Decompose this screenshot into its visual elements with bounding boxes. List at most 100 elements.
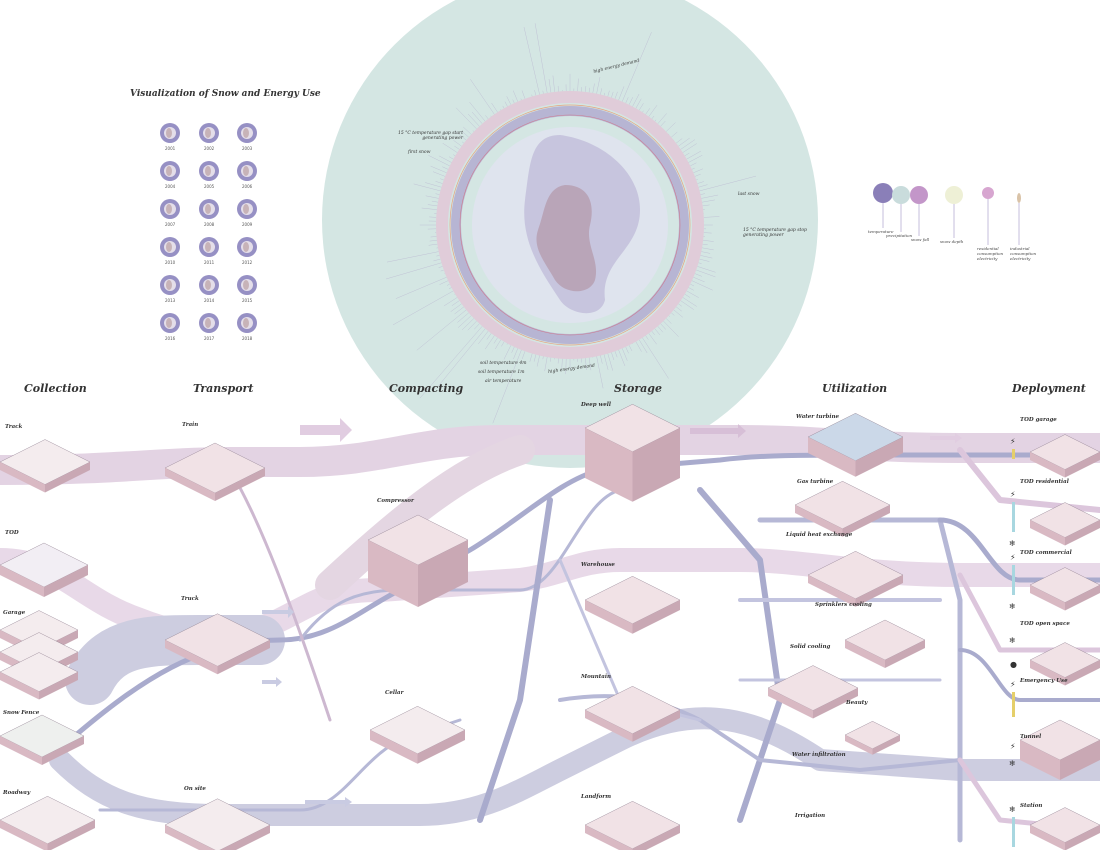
radial-ray	[428, 243, 438, 246]
radial-ray	[703, 232, 712, 234]
radial-ray	[622, 348, 628, 361]
radial-ray	[454, 306, 465, 315]
radial-ray	[463, 126, 472, 135]
radial-ray	[474, 323, 480, 330]
radial-ray	[395, 277, 447, 299]
node-water-infiltration-label: Water infiltration	[792, 752, 846, 758]
radial-ray	[485, 115, 489, 120]
node-tod-label: TOD	[5, 530, 19, 536]
radial-ray	[438, 155, 452, 163]
node-tod-open-space-label: TOD open space	[1020, 621, 1070, 627]
legend-snowdepth-glyph	[945, 186, 963, 204]
radial-ray	[470, 79, 495, 115]
year-label: 2004	[165, 184, 176, 189]
radial-ray	[542, 90, 544, 94]
radial-ray	[467, 113, 480, 127]
radial-ray	[493, 337, 498, 344]
tod-open-space-block-side	[1065, 660, 1100, 686]
radial-ray	[611, 91, 614, 98]
radial-ray	[506, 96, 512, 105]
radial-ray	[439, 280, 449, 285]
radial-ray	[688, 155, 703, 163]
drop-icon: ●	[1010, 660, 1017, 669]
year-glyph-blob	[205, 280, 211, 290]
on-site-block-side	[220, 825, 270, 850]
mountain-block-side	[585, 710, 633, 742]
radial-ray	[440, 178, 444, 181]
year-label: 2008	[204, 222, 215, 227]
radial-ray	[693, 277, 705, 283]
legend-industrial-glyph	[1017, 193, 1021, 203]
radial-ray	[471, 111, 483, 124]
mountain-block-side	[632, 710, 680, 742]
radial-ray	[651, 330, 655, 336]
year-label: 2012	[242, 260, 253, 265]
radial-ray	[703, 240, 714, 242]
radial-ray	[639, 103, 644, 111]
radial-ray	[654, 119, 657, 122]
radial-ray	[618, 349, 626, 366]
radial-ray	[534, 23, 548, 94]
solid-cooling-block-side	[813, 688, 858, 719]
radial-ray	[622, 32, 652, 102]
radial-ray	[455, 107, 477, 130]
node-beauty-label: Beauty	[846, 700, 868, 706]
radial-ray	[521, 90, 526, 99]
radial-ray	[478, 330, 489, 345]
warehouse-block-side	[632, 600, 680, 634]
tod-garage-block-side	[1065, 452, 1100, 478]
year-glyph-blob	[166, 242, 172, 252]
radial-ray	[435, 193, 440, 195]
radial-ray	[428, 155, 450, 167]
arrow-deepwell-out	[690, 424, 746, 438]
bolt-icon: ⚡	[1010, 553, 1016, 562]
node-tod-commercial-label: TOD commercial	[1020, 550, 1072, 556]
gas-turbine-block-side	[842, 505, 890, 537]
node-landform-label: Landform	[581, 794, 612, 800]
landform-block	[584, 801, 681, 849]
stage-collection: Collection	[24, 382, 87, 395]
year-glyph-blob	[166, 318, 172, 328]
radial-ray	[491, 102, 498, 113]
radial-ray	[673, 309, 683, 318]
radial-ray	[628, 345, 633, 352]
track-block-side	[45, 462, 90, 493]
snowflake-icon: ❄	[1009, 539, 1016, 548]
radial-ray	[429, 216, 437, 218]
node-garage-label: Garage	[3, 610, 26, 616]
radial-ray	[536, 355, 540, 367]
radial-ray	[648, 105, 658, 117]
radial-ray	[542, 356, 544, 360]
year-glyph-grid	[160, 123, 257, 333]
garage-block-side	[0, 672, 39, 700]
sprinklers-cooling-block-side	[845, 640, 885, 668]
year-glyph-blob	[243, 204, 249, 214]
radial-ray	[534, 90, 537, 96]
year-glyph-blob	[166, 128, 172, 138]
water-turbine-block-side	[808, 437, 856, 477]
radial-ray	[565, 358, 567, 375]
ring-mid-purple	[451, 106, 689, 344]
radial-ray	[657, 326, 664, 333]
tod-commercial-block-side	[1065, 585, 1100, 611]
radial-ray	[548, 78, 552, 93]
radial-ray	[431, 200, 439, 203]
radial-ray	[544, 356, 548, 372]
year-label: 2016	[165, 336, 176, 341]
stage-utilization: Utilization	[822, 382, 888, 395]
radial-ray	[588, 87, 590, 93]
radial-ray	[513, 348, 518, 360]
flow-band-grey	[315, 435, 535, 600]
radial-ray	[690, 283, 695, 287]
radial-ray	[680, 139, 696, 150]
cellar-block-side	[370, 730, 418, 764]
radial-ray	[700, 255, 713, 259]
radial-ray	[513, 90, 518, 102]
radial-ray	[600, 355, 603, 364]
legend-residential-glyph	[982, 187, 994, 199]
snow-fence-block-side	[42, 736, 84, 765]
roadway-block	[0, 796, 96, 844]
radial-ray	[461, 130, 469, 138]
bolt-icon: ⚡	[1010, 680, 1016, 689]
